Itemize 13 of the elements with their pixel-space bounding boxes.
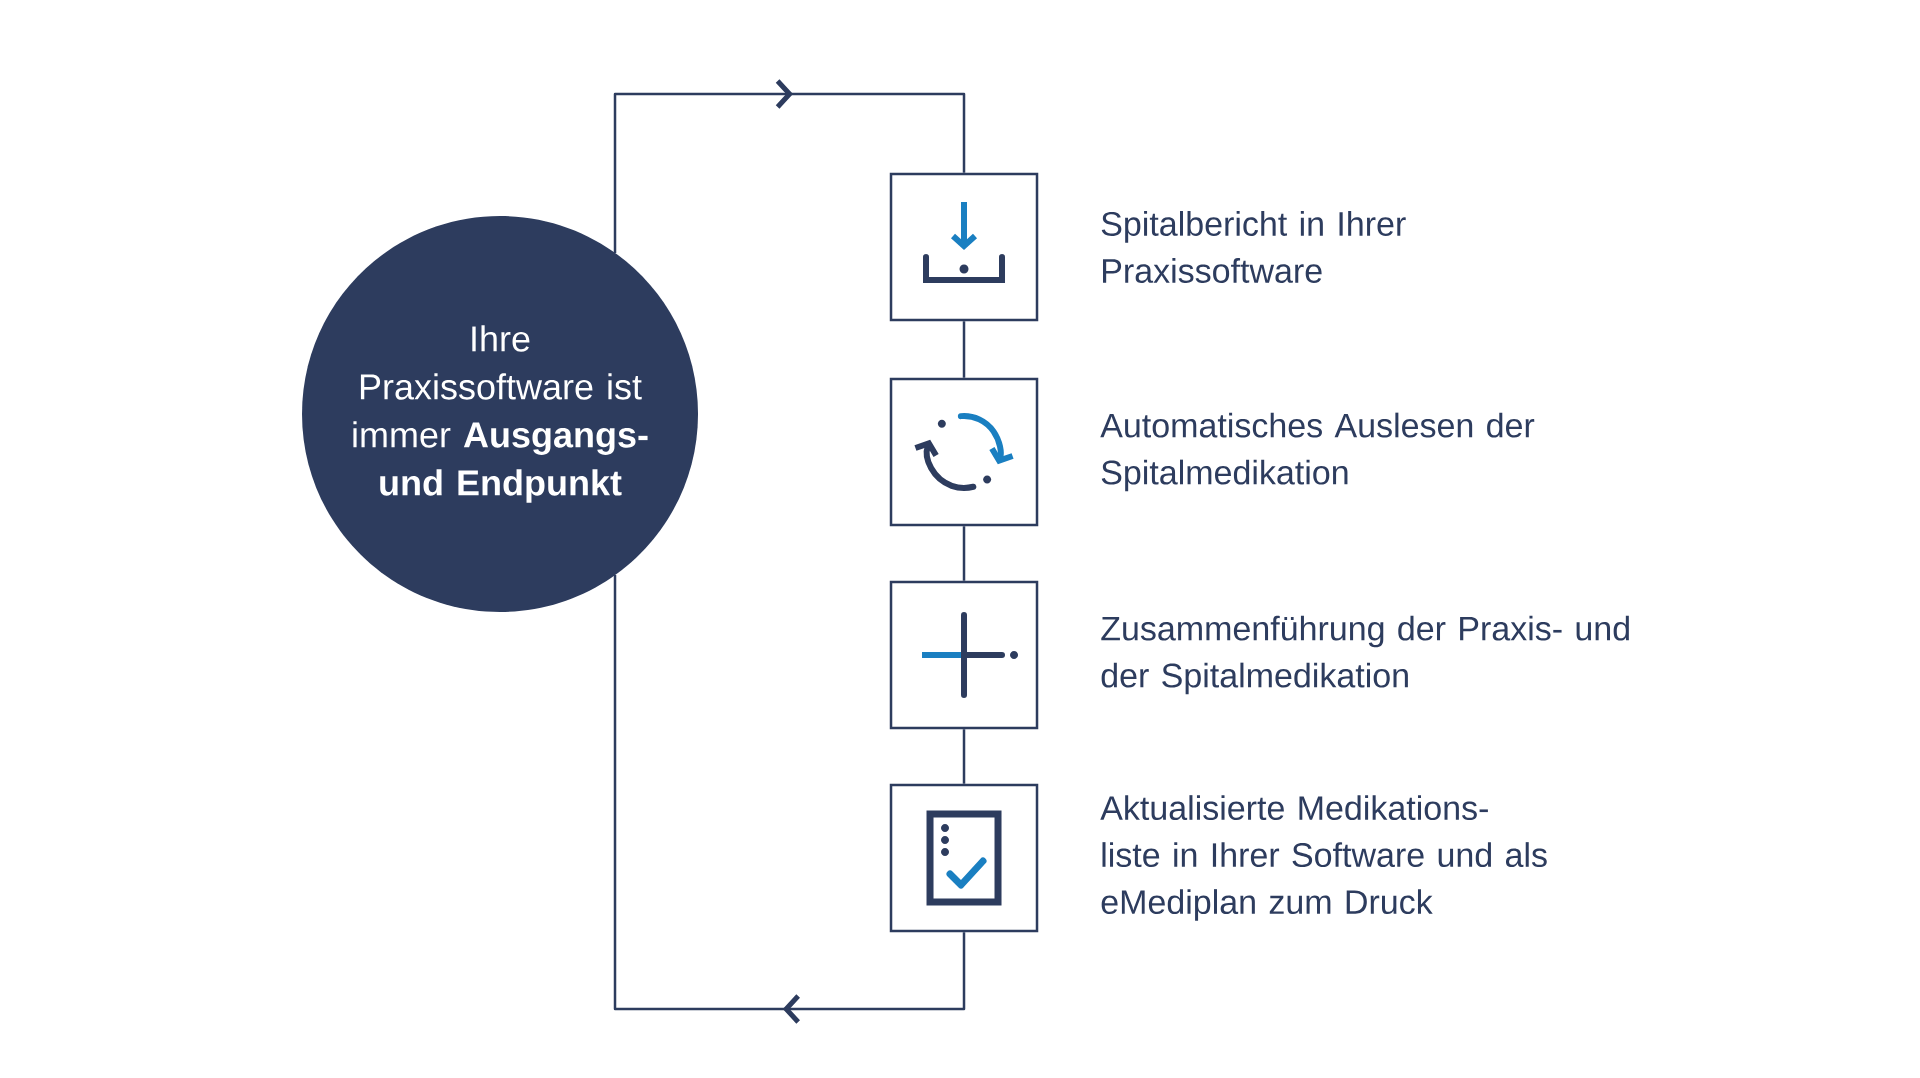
step-description: Aktualisierte Medikations- liste in Ihrer Software und als eMediplan zum Druck xyxy=(1100,795,1547,921)
step-description: Zusammenführung der Praxis- und der Spitalmedikation xyxy=(1101,615,1629,695)
step-description: Spitalbericht in Ihrer Praxissoftware xyxy=(1101,211,1406,283)
step-description: Automatisches Auslesen der Spitalmedikation xyxy=(1100,412,1535,492)
step-box xyxy=(889,783,1039,933)
step-box xyxy=(889,172,1039,322)
connector xyxy=(962,321,966,378)
step-box xyxy=(889,377,1039,527)
connector xyxy=(962,526,966,581)
connector xyxy=(613,79,966,253)
connector xyxy=(962,729,966,784)
connector xyxy=(613,575,966,1024)
step-box xyxy=(889,580,1039,730)
